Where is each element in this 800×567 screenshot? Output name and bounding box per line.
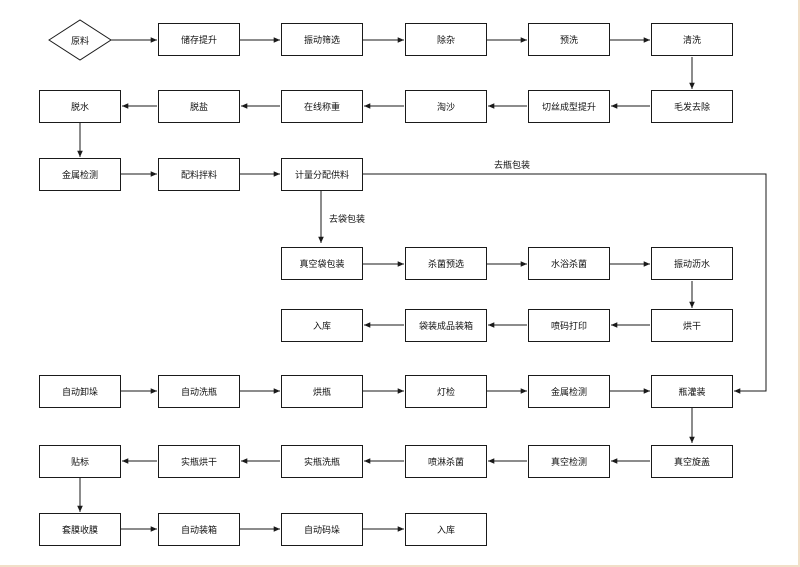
node-bottle-fill: 瓶灌装 [651,375,733,408]
node-film-shrink: 套膜收膜 [39,513,121,546]
node-mix: 配料拌料 [158,158,240,191]
node-dry: 烘干 [651,309,733,342]
node-metering-feed: 计量分配供料 [281,158,363,191]
node-auto-case: 自动装箱 [158,513,240,546]
node-full-bottle-wash: 实瓶洗瓶 [281,445,363,478]
node-auto-stack: 自动码垛 [281,513,363,546]
node-impurity-removal: 除杂 [405,23,487,56]
edge-label-to-bottle: 去瓶包装 [492,158,533,171]
node-raw-label: 原料 [70,37,89,47]
edge-label-to-bag: 去袋包装 [327,212,368,225]
node-vacuum-detect: 真空检测 [528,445,610,478]
node-metal-detect-2: 金属检测 [528,375,610,408]
node-full-bottle-dry: 实瓶烘干 [158,445,240,478]
node-desalt: 脱盐 [158,90,240,123]
node-warehouse-1: 入库 [281,309,363,342]
node-hair-removal: 毛发去除 [651,90,733,123]
node-auto-unload: 自动卸垛 [39,375,121,408]
node-storage-lift: 储存提升 [158,23,240,56]
node-warehouse-2: 入库 [405,513,487,546]
node-bath-sterile: 水浴杀菌 [528,247,610,280]
node-vibrate-screen: 振动筛选 [281,23,363,56]
node-vibrate-drain: 振动沥水 [651,247,733,280]
node-wash: 清洗 [651,23,733,56]
node-dewater: 脱水 [39,90,121,123]
node-pre-wash: 预洗 [528,23,610,56]
arrow-metering-to-bottle-fill [363,173,767,394]
node-bag-box: 袋装成品装箱 [405,309,487,342]
node-vacuum-cap: 真空旋盖 [651,445,733,478]
node-spray-sterile: 喷淋杀菌 [405,445,487,478]
node-lamp-check: 灯检 [405,375,487,408]
node-vacuum-bag: 真空袋包装 [281,247,363,280]
node-sterile-pre: 杀菌预选 [405,247,487,280]
node-label: 贴标 [39,445,121,478]
node-sand-wash: 淘沙 [405,90,487,123]
node-bottle-dry: 烘瓶 [281,375,363,408]
node-auto-bottle-wash: 自动洗瓶 [158,375,240,408]
node-online-weigh: 在线称重 [281,90,363,123]
node-shred-lift: 切丝成型提升 [528,90,610,123]
node-metal-detect-1: 金属检测 [39,158,121,191]
node-code-print: 喷码打印 [528,309,610,342]
